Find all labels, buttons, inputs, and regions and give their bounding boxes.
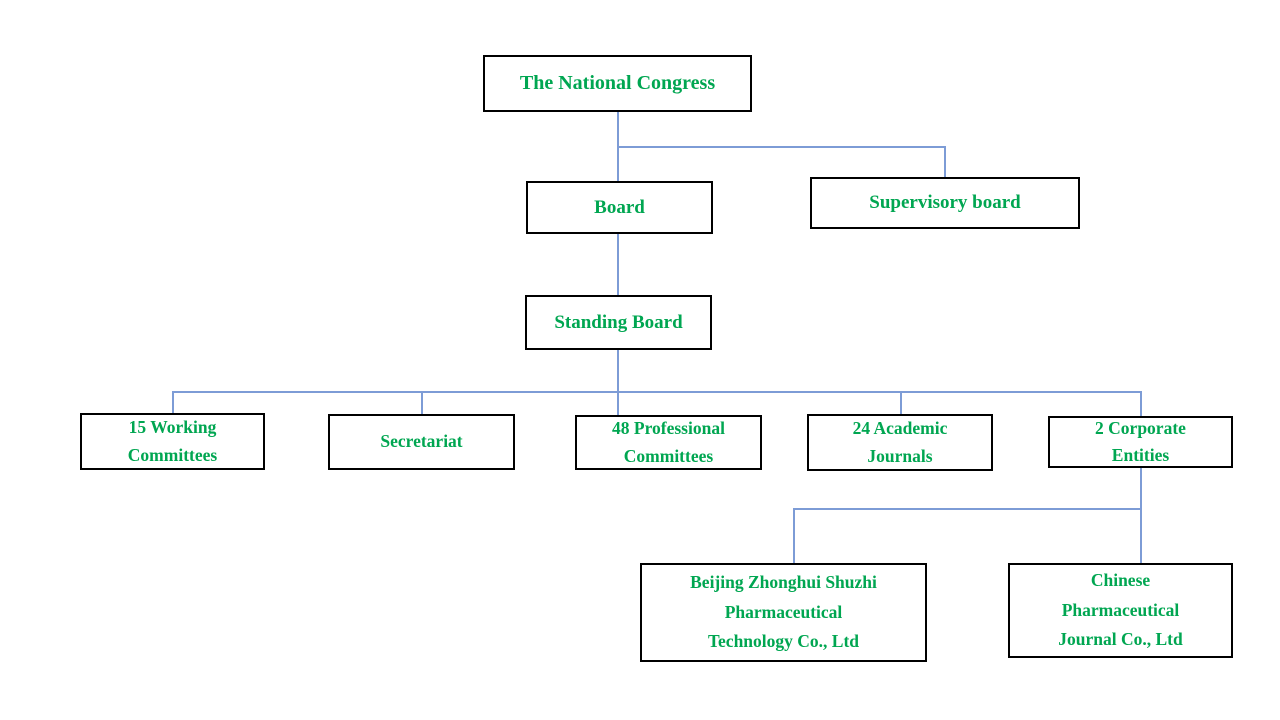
node-standing-board: Standing Board <box>525 295 712 350</box>
node-national-congress: The National Congress <box>483 55 752 112</box>
node-chinese-pharmaceutical-journal: Chinese Pharmaceutical Journal Co., Ltd <box>1008 563 1233 658</box>
connector-drop-beijing <box>793 508 795 563</box>
node-professional-committees-label: 48 Professional Committees <box>612 418 725 466</box>
node-working-committees-label: 15 Working Committees <box>127 417 218 465</box>
node-academic-journals: 24 Academic Journals <box>807 414 993 471</box>
node-national-congress-label: The National Congress <box>519 72 716 94</box>
node-secretariat: Secretariat <box>328 414 515 470</box>
connector-drop-secretariat <box>421 391 423 414</box>
node-corporate-entities: 2 Corporate Entities <box>1048 416 1233 468</box>
connector-corporate-chinese <box>1140 468 1142 563</box>
connector-congress-supervisory-v <box>944 146 946 177</box>
node-standing-board-label: Standing Board <box>554 311 683 333</box>
node-secretariat-label: Secretariat <box>380 431 463 452</box>
connector-corporate-children-bus <box>793 508 1140 510</box>
node-board-label: Board <box>594 196 645 218</box>
node-supervisory-board: Supervisory board <box>810 177 1080 229</box>
connector-drop-journals <box>900 391 902 414</box>
node-board: Board <box>526 181 713 234</box>
node-professional-committees: 48 Professional Committees <box>575 415 762 470</box>
node-beijing-zhonghui-shuzhi: Beijing Zhonghui Shuzhi Pharmaceutical T… <box>640 563 927 662</box>
node-corporate-entities-label: 2 Corporate Entities <box>1095 417 1186 465</box>
connector-congress-supervisory-h <box>617 146 944 148</box>
connector-standing-children-bus <box>172 391 1140 393</box>
connector-drop-corporate <box>1140 391 1142 416</box>
connector-board-standing <box>617 234 619 295</box>
connector-standing-professional <box>617 350 619 415</box>
node-supervisory-board-label: Supervisory board <box>869 192 1021 214</box>
node-academic-journals-label: 24 Academic Journals <box>852 418 948 466</box>
connector-drop-working <box>172 391 174 413</box>
node-beijing-zhonghui-shuzhi-label: Beijing Zhonghui Shuzhi Pharmaceutical T… <box>690 571 877 652</box>
node-chinese-pharmaceutical-journal-label: Chinese Pharmaceutical Journal Co., Ltd <box>1058 569 1183 650</box>
node-working-committees: 15 Working Committees <box>80 413 265 470</box>
